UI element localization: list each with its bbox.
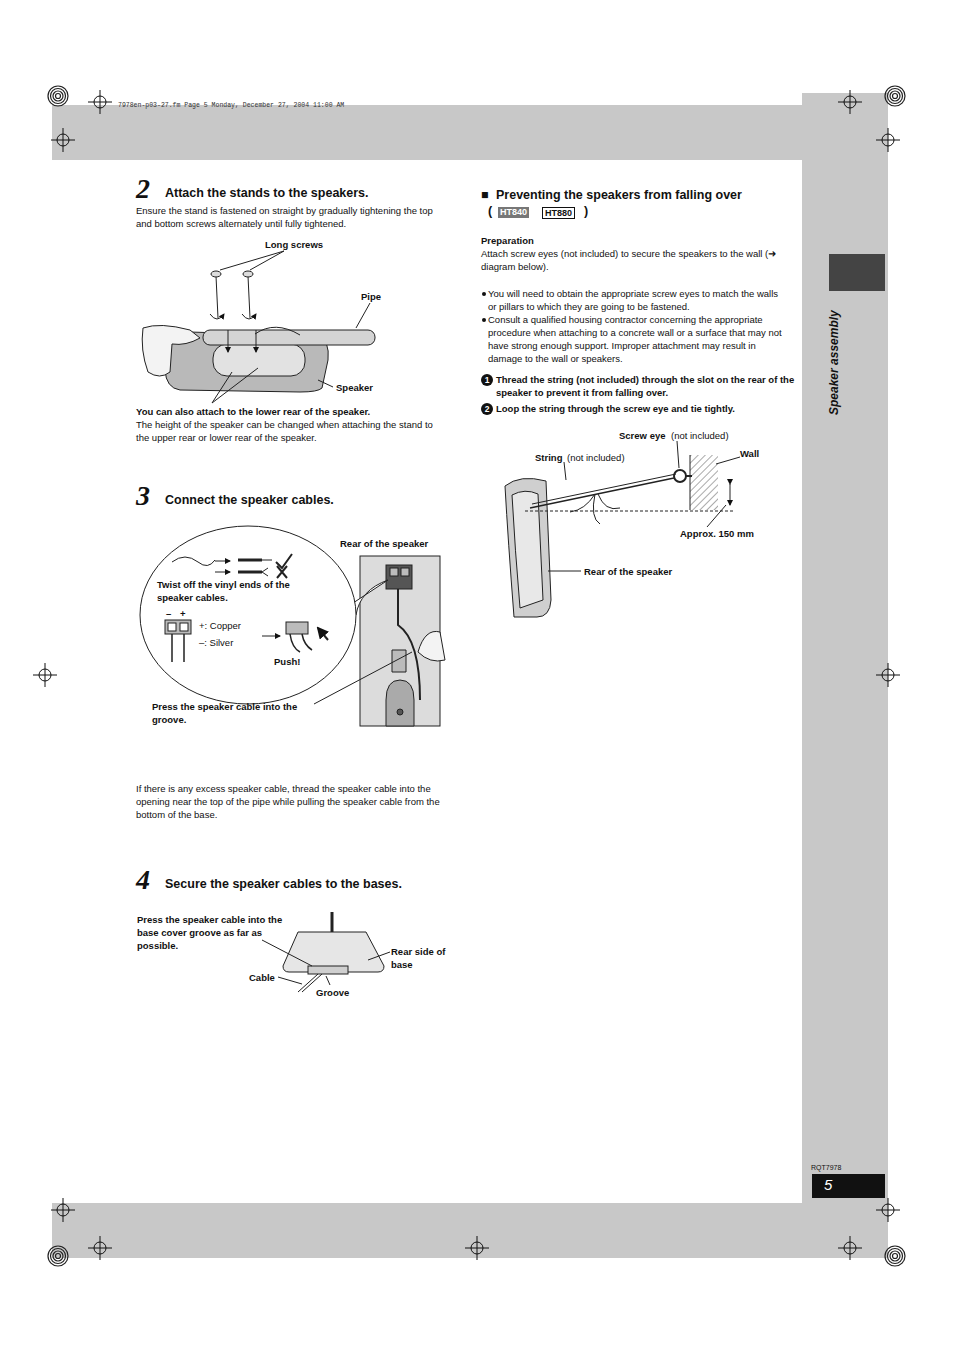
callout-number: 1: [481, 374, 493, 386]
instruction-text: Attach screw eyes (not included) to secu…: [481, 247, 793, 273]
part-label: Wall: [740, 447, 759, 460]
instruction-text: Thread the string (not included) through…: [496, 373, 796, 399]
file-header: 7978en-p03-27.fm Page 5 Monday, December…: [118, 99, 344, 112]
model-tag: HT880: [542, 207, 575, 219]
note-text: The height of the speaker can be changed…: [136, 418, 441, 444]
top-band: [52, 105, 888, 160]
step-heading: Attach the stands to the speakers.: [165, 187, 369, 200]
heading-marker: ■: [481, 189, 489, 202]
part-label: Cable: [249, 971, 275, 984]
instruction-text: If there is any excess speaker cable, th…: [136, 782, 446, 821]
bullet-text: You will need to obtain the appropriate …: [488, 287, 788, 313]
part-note: (not included): [567, 451, 625, 464]
section-tab: [829, 254, 885, 291]
bracket: (: [488, 205, 492, 218]
cable-connect-illustration: [140, 526, 445, 726]
callout-number: 2: [481, 403, 493, 415]
bullet-dots: [482, 292, 486, 322]
step-number: 4: [136, 866, 150, 894]
callout-text: Press the speaker cable into the groove.: [152, 700, 322, 726]
part-label: Rear side of base: [391, 945, 451, 971]
polarity-sign: –: [166, 607, 171, 620]
instruction-text: Ensure the stand is fastened on straight…: [136, 204, 446, 230]
callout-text: Twist off the vinyl ends of the speaker …: [157, 578, 317, 604]
page-number-box: [812, 1174, 885, 1198]
dimension-label: Approx. 150 mm: [680, 527, 754, 540]
part-label: String: [535, 451, 562, 464]
part-label: Long screws: [265, 238, 323, 251]
part-label: Speaker: [336, 381, 373, 394]
callout-text: Press the speaker cable into the base co…: [137, 913, 287, 952]
part-label: Pipe: [361, 290, 381, 303]
callout-text: Push!: [274, 655, 300, 668]
model-tag: HT840: [498, 207, 529, 218]
bottom-band: [52, 1203, 888, 1258]
bracket: ): [584, 205, 588, 218]
side-band: [802, 93, 888, 1205]
part-label: Screw eye: [619, 429, 665, 442]
polarity-sign: +: [180, 607, 186, 620]
instruction-text: Loop the string through the screw eye an…: [496, 402, 796, 415]
section-heading: Preventing the speakers from falling ove…: [496, 189, 742, 202]
step-number: 2: [136, 175, 150, 203]
step-heading: Connect the speaker cables.: [165, 494, 334, 507]
part-note: (not included): [671, 429, 729, 442]
bullet-text: Consult a qualified housing contractor c…: [488, 313, 788, 365]
page-number: 5: [824, 1176, 832, 1194]
stand-attach-illustration: [142, 251, 375, 403]
polarity-note: –: Silver: [199, 636, 233, 649]
part-label: Rear of the speaker: [340, 537, 428, 550]
registration-marks: [33, 86, 905, 1266]
step-number: 3: [136, 482, 150, 510]
document-code: RQT7978: [811, 1161, 841, 1174]
part-label: Groove: [316, 986, 349, 999]
polarity-note: +: Copper: [199, 619, 241, 632]
step-heading: Secure the speaker cables to the bases.: [165, 878, 402, 891]
part-label: Rear of the speaker: [584, 565, 672, 578]
subheading: Preparation: [481, 234, 534, 247]
section-tab-label: Speaker assembly: [827, 310, 841, 415]
note-heading: You can also attach to the lower rear of…: [136, 405, 446, 418]
